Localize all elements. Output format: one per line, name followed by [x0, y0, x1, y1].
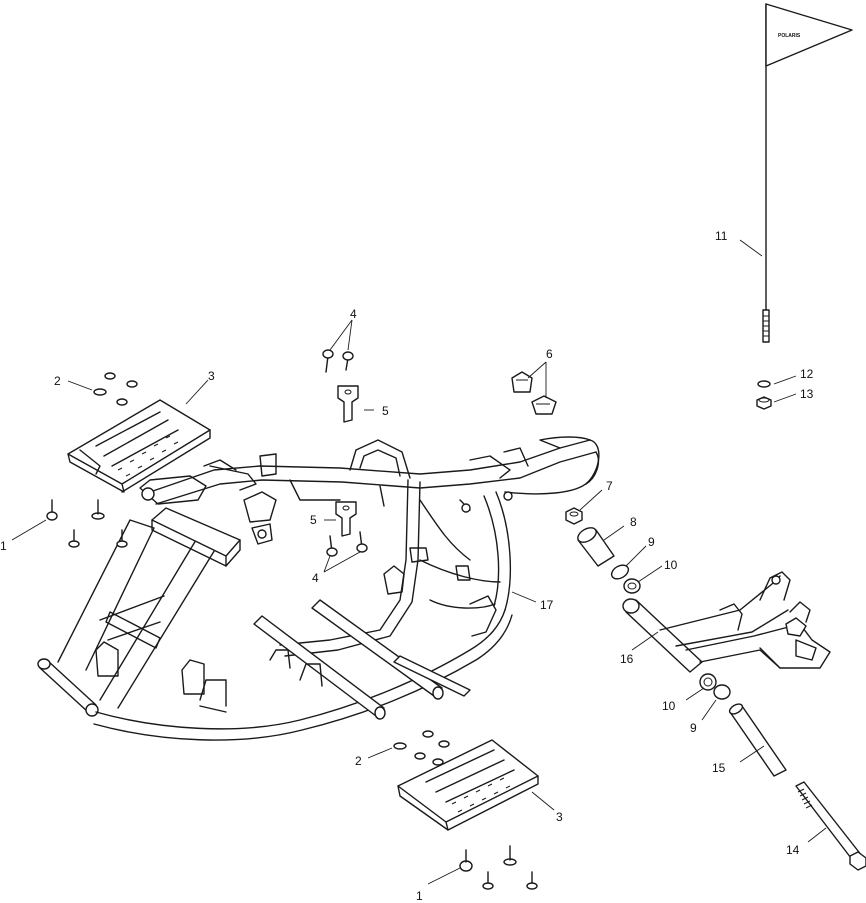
callout-2-lower: 2	[355, 754, 362, 768]
callout-6: 6	[546, 347, 553, 361]
flag-logo-text: POLARIS	[778, 33, 801, 39]
pivot-tube-15	[728, 703, 787, 777]
callout-17: 17	[540, 598, 554, 612]
callout-1: 1	[0, 539, 7, 553]
footrest-3-upper	[67, 399, 211, 493]
washer-9-lower	[713, 684, 731, 700]
callout-7: 7	[606, 479, 613, 493]
bushing-8	[577, 527, 615, 567]
callout-14: 14	[786, 843, 800, 857]
bolts-1-upper	[46, 499, 128, 548]
callout-16: 16	[620, 652, 634, 666]
washer-12	[757, 380, 771, 388]
washers-2-upper	[93, 372, 138, 406]
callout-9-lower: 9	[690, 721, 697, 735]
callout-9: 9	[648, 535, 655, 549]
whip-flag-assembly: POLARIS	[762, 3, 853, 343]
flag-pennant	[765, 3, 853, 67]
callout-12: 12	[800, 367, 814, 381]
callout-15: 15	[712, 761, 726, 775]
callout-3-lower: 3	[556, 810, 563, 824]
washers-2-lower	[393, 730, 450, 766]
callout-labels: 1 2 3 4 5 6 7 8 9 10 11 12 13 5 4 17 16 …	[0, 229, 814, 903]
callout-4: 4	[350, 307, 357, 321]
nut-7	[565, 507, 583, 525]
callout-10-lower: 10	[662, 699, 676, 713]
callout-2: 2	[54, 374, 61, 388]
bracket-5-upper	[337, 385, 359, 423]
callout-8: 8	[630, 515, 637, 529]
bushing-10-upper	[623, 578, 641, 594]
callout-3: 3	[208, 369, 215, 383]
pivot-bolt-14	[795, 781, 866, 871]
callout-5-lower: 5	[310, 513, 317, 527]
leader-lines	[11, 239, 827, 885]
bushing-10-lower	[699, 673, 717, 691]
callout-13: 13	[800, 387, 814, 401]
nut-13	[756, 396, 772, 410]
bracket-5-lower	[335, 501, 357, 537]
footrest-3-lower	[397, 739, 539, 831]
clips-6	[511, 371, 557, 415]
main-frame	[37, 436, 600, 741]
callout-5: 5	[382, 404, 389, 418]
callout-1-lower: 1	[416, 889, 423, 903]
bolts-1-lower	[459, 845, 538, 890]
bolts-4-upper	[322, 349, 354, 373]
callout-4-lower: 4	[312, 571, 319, 585]
bolts-4-lower	[326, 531, 368, 557]
callout-10: 10	[664, 558, 678, 572]
washer-9-upper	[610, 564, 630, 580]
callout-11: 11	[715, 229, 728, 243]
swingarm-16	[622, 571, 831, 673]
